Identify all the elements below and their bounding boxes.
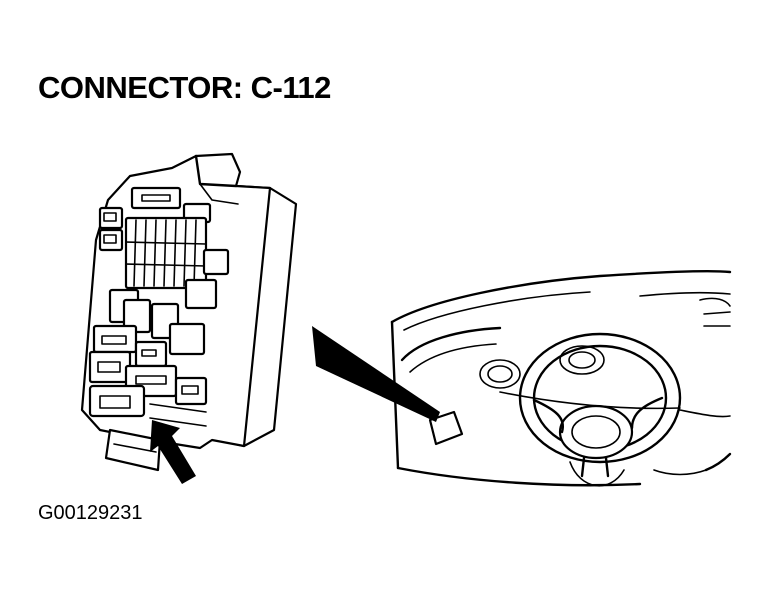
dashboard-illustration (390, 270, 732, 487)
figure-id: G00129231 (38, 502, 143, 524)
pointer-arrow (150, 420, 196, 484)
location-callout (312, 326, 440, 422)
diagram-title: CONNECTOR: C-112 (38, 70, 331, 105)
junction-block-illustration (80, 152, 298, 472)
